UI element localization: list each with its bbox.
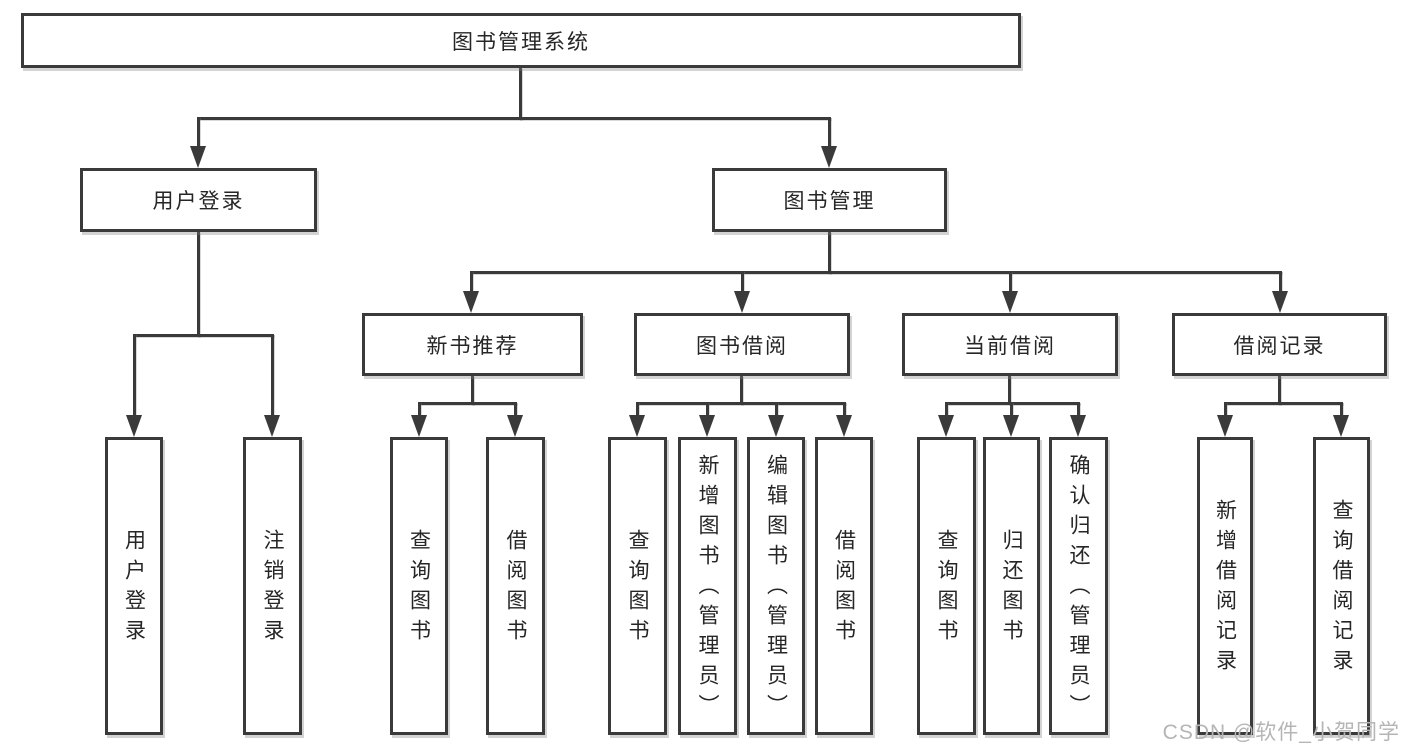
connector-line: [741, 271, 744, 293]
leaf-query-book-borrow: 查询图书: [608, 437, 667, 735]
leaf-borrow-book: 借阅图书: [815, 437, 873, 735]
arrow-down-icon: [699, 415, 715, 437]
connector-line: [1008, 376, 1011, 405]
arrow-down-icon: [1002, 291, 1018, 313]
connector-line: [418, 402, 517, 405]
node-library-system: 图书管理系统: [21, 13, 1021, 68]
connector-line: [828, 232, 831, 274]
connector-line: [828, 117, 831, 148]
connector-line: [470, 271, 1282, 274]
connector-line: [843, 402, 846, 417]
arrow-down-icon: [1333, 415, 1349, 437]
connector-line: [945, 402, 948, 417]
connector-line: [197, 117, 200, 148]
leaf-add-borrow-record: 新增借阅记录: [1197, 437, 1253, 735]
leaf-query-book-recommend: 查询图书: [390, 437, 448, 735]
connector-line: [1009, 271, 1012, 293]
arrow-down-icon: [507, 415, 523, 437]
arrow-down-icon: [629, 415, 645, 437]
connector-line: [519, 68, 522, 120]
connector-line: [133, 334, 136, 417]
connector-line: [1279, 271, 1282, 293]
connector-line: [418, 402, 421, 417]
connector-line: [775, 402, 778, 417]
arrow-down-icon: [411, 415, 427, 437]
connector-line: [133, 334, 274, 337]
arrow-down-icon: [190, 146, 206, 168]
connector-line: [471, 376, 474, 405]
node-new-book-recommend: 新书推荐: [362, 313, 583, 376]
leaf-edit-book-admin: 编辑图书（管理员）: [747, 437, 805, 735]
connector-line: [636, 402, 846, 405]
leaf-query-book-current: 查询图书: [917, 437, 976, 735]
arrow-down-icon: [836, 415, 852, 437]
csdn-watermark: CSDN @软件_小贺同学: [1162, 721, 1400, 744]
leaf-add-book-admin: 新增图书（管理员）: [678, 437, 737, 735]
arrow-down-icon: [1070, 415, 1086, 437]
connector-line: [271, 334, 274, 417]
leaf-user-login: 用户登录: [105, 437, 163, 735]
node-borrow-record: 借阅记录: [1172, 313, 1387, 376]
arrow-down-icon: [264, 415, 280, 437]
leaf-query-borrow-record: 查询借阅记录: [1313, 437, 1370, 735]
node-book-management: 图书管理: [712, 168, 947, 232]
connector-line: [706, 402, 709, 417]
connector-line: [197, 117, 831, 120]
connector-line: [1077, 402, 1080, 417]
connector-line: [1010, 402, 1013, 417]
leaf-logout: 注销登录: [243, 437, 302, 735]
arrow-down-icon: [821, 146, 837, 168]
node-user-login: 用户登录: [80, 168, 317, 232]
connector-line: [470, 271, 473, 293]
connector-line: [740, 376, 743, 405]
leaf-confirm-return-admin: 确认归还（管理员）: [1049, 437, 1108, 735]
arrow-down-icon: [768, 415, 784, 437]
connector-line: [1224, 402, 1227, 417]
arrow-down-icon: [938, 415, 954, 437]
arrow-down-icon: [1272, 291, 1288, 313]
connector-line: [636, 402, 639, 417]
arrow-down-icon: [463, 291, 479, 313]
connector-line: [1340, 402, 1343, 417]
node-current-borrow: 当前借阅: [902, 313, 1118, 376]
connector-line: [514, 402, 517, 417]
connector-line: [1278, 376, 1281, 405]
arrow-down-icon: [1003, 415, 1019, 437]
arrow-down-icon: [126, 415, 142, 437]
arrow-down-icon: [734, 291, 750, 313]
connector-line: [1224, 402, 1343, 405]
node-book-borrow: 图书借阅: [634, 313, 850, 376]
leaf-return-book: 归还图书: [983, 437, 1040, 735]
connector-line: [197, 232, 200, 337]
arrow-down-icon: [1217, 415, 1233, 437]
leaf-borrow-book-recommend: 借阅图书: [486, 437, 545, 735]
